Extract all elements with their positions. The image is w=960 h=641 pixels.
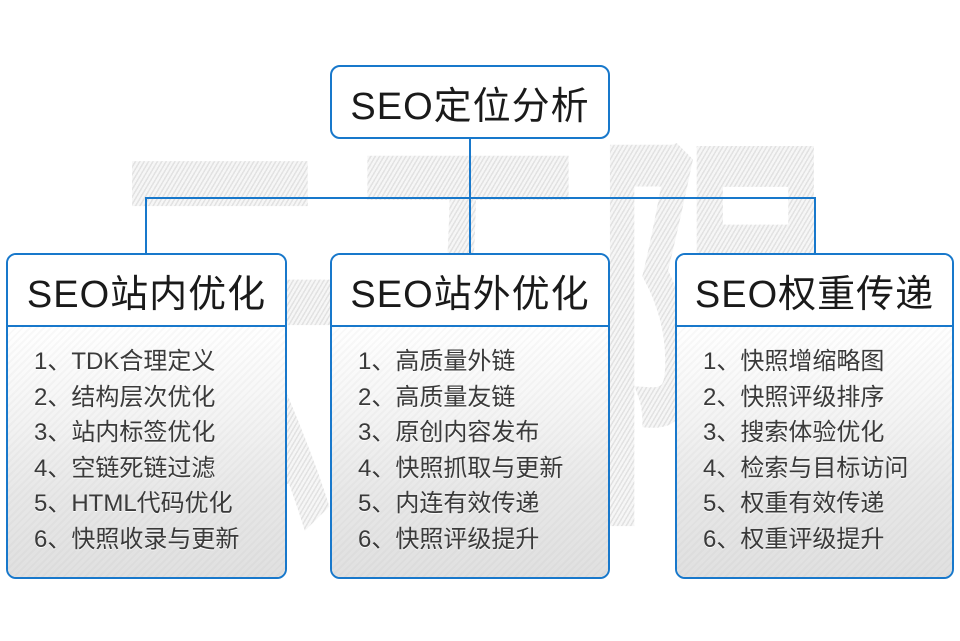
column-offsite-optimization: SEO站外优化 1、高质量外链 2、高质量友链 3、原创内容发布 4、快照抓取与… xyxy=(330,253,610,579)
column-onsite-header: SEO站内优化 xyxy=(8,255,285,327)
column-weight-transfer: SEO权重传递 1、快照增缩略图 2、快照评级排序 3、搜索体验优化 4、检索与… xyxy=(675,253,954,579)
list-item: 6、权重评级提升 xyxy=(703,525,885,553)
list-item: 1、高质量外链 xyxy=(358,348,516,375)
connector-middle-vertical xyxy=(469,198,471,254)
list-item: 2、结构层次优化 xyxy=(34,383,216,411)
list-item: 4、快照抓取与更新 xyxy=(358,454,564,482)
list-item: 2、快照评级排序 xyxy=(703,383,885,411)
column-onsite-list: 1、TDK合理定义 2、结构层次优化 3、站内标签优化 4、空链死链过滤 5、H… xyxy=(8,327,285,577)
connector-left-vertical xyxy=(145,198,147,254)
list-item: 3、原创内容发布 xyxy=(358,419,540,447)
list-item: 4、检索与目标访问 xyxy=(703,454,909,482)
root-node-title: SEO定位分析 xyxy=(350,85,590,128)
list-item: 4、空链死链过滤 xyxy=(34,454,216,482)
list-item: 6、快照收录与更新 xyxy=(34,525,240,553)
root-node-seo-positioning: SEO定位分析 xyxy=(330,65,610,139)
column-weight-title: SEO权重传递 xyxy=(694,273,935,316)
list-item: 3、站内标签优化 xyxy=(34,419,216,447)
connector-right-vertical xyxy=(814,198,816,254)
list-item: 1、快照增缩略图 xyxy=(703,348,885,375)
column-offsite-header: SEO站外优化 xyxy=(332,255,608,327)
list-item: 1、TDK合理定义 xyxy=(34,348,216,375)
list-item: 6、快照评级提升 xyxy=(358,525,540,553)
column-offsite-title: SEO站外优化 xyxy=(350,273,590,316)
list-item: 3、搜索体验优化 xyxy=(703,419,885,447)
column-onsite-optimization: SEO站内优化 1、TDK合理定义 2、结构层次优化 3、站内标签优化 4、空链… xyxy=(6,253,287,579)
connector-horizontal xyxy=(145,197,816,199)
list-item: 5、内连有效传递 xyxy=(358,490,540,518)
column-weight-header: SEO权重传递 xyxy=(677,255,952,327)
list-item: 5、HTML代码优化 xyxy=(34,490,233,518)
column-weight-list: 1、快照增缩略图 2、快照评级排序 3、搜索体验优化 4、检索与目标访问 5、权… xyxy=(677,327,952,577)
column-onsite-title: SEO站内优化 xyxy=(26,273,267,316)
connector-root-vertical xyxy=(469,139,471,198)
list-item: 5、权重有效传递 xyxy=(703,490,885,518)
list-item: 2、高质量友链 xyxy=(358,383,516,411)
column-offsite-list: 1、高质量外链 2、高质量友链 3、原创内容发布 4、快照抓取与更新 5、内连有… xyxy=(332,327,608,577)
